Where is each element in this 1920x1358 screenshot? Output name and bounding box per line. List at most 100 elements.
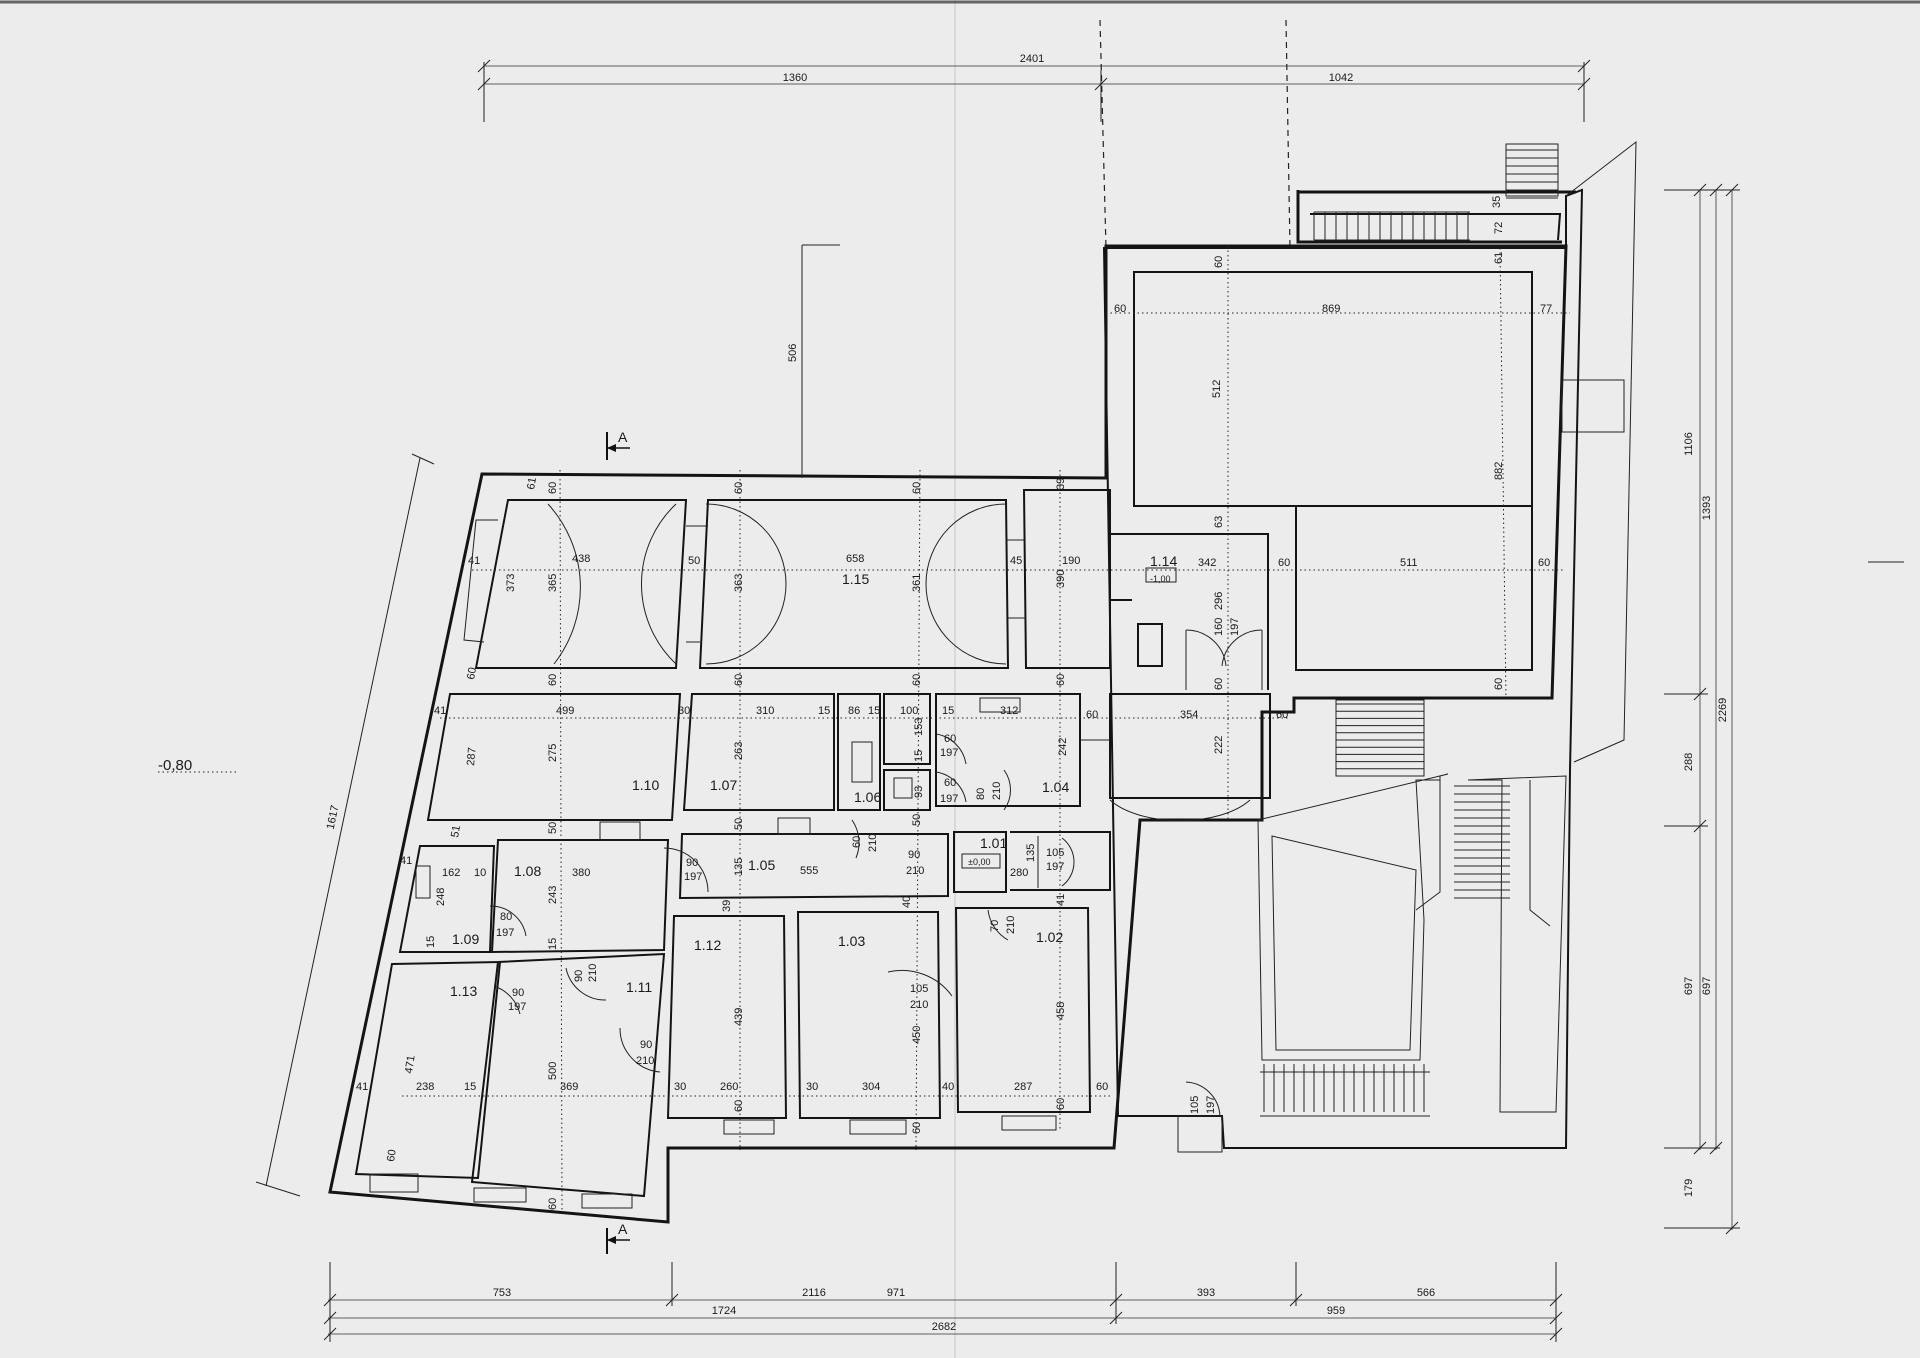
dim-90-1.05: 90 <box>686 857 698 869</box>
dim-15-wc: 15 <box>913 750 925 762</box>
room-label-1.11: 1.11 <box>626 979 652 995</box>
dim-60-mid-b: 60 <box>733 674 745 686</box>
dim-right-697a: 697 <box>1683 977 1695 995</box>
dim-50-b: 50 <box>547 822 559 834</box>
dim-197-1.13: 197 <box>508 1001 526 1013</box>
dim-511: 511 <box>1400 557 1418 569</box>
dim-60-1.04: 60 <box>1086 709 1098 721</box>
internal-dimension-lines <box>402 244 1570 1211</box>
dim-60-mid-a: 60 <box>547 674 559 686</box>
dim-61-top: 61 <box>1493 252 1505 264</box>
room-label-1.08: 1.08 <box>514 863 541 879</box>
section-label-a-top: A <box>618 429 628 445</box>
dim-15-1.09: 15 <box>425 936 437 948</box>
dim-60-1.05: 60 <box>851 836 863 848</box>
dim-60-wc-b: 60 <box>944 777 956 789</box>
bottom-row-rooms <box>354 907 1223 1209</box>
hall-top-right <box>1133 271 1533 671</box>
dim-bottom-959: 959 <box>1327 1305 1345 1317</box>
dim-50-d: 50 <box>911 814 923 826</box>
dim-105-1.01: 105 <box>1046 847 1064 859</box>
dim-210-1.11b: 210 <box>636 1055 654 1067</box>
dim-354: 354 <box>1180 709 1198 721</box>
level-mark: -0,80 <box>158 757 236 774</box>
room-label-1.13: 1.13 <box>450 983 477 999</box>
dim-105-entry: 105 <box>1189 1096 1201 1114</box>
dim-30-bottom-b: 30 <box>806 1081 818 1093</box>
room-labels: 1.01 1.02 1.03 1.04 1.05 1.06 1.07 1.08 … <box>450 553 1177 999</box>
dim-210-1.03: 210 <box>910 999 928 1011</box>
room-label-1.14: 1.14 <box>1150 553 1177 569</box>
dim-160: 160 <box>1213 618 1225 636</box>
dim-right-1393: 1393 <box>1701 496 1713 520</box>
dim-41-mid: 41 <box>434 705 446 717</box>
section-label-a-bottom: A <box>618 1221 628 1237</box>
dim-190: 190 <box>1062 555 1080 567</box>
dim-222: 222 <box>1213 736 1225 754</box>
dim-60-top-c: 60 <box>911 482 923 494</box>
dim-41-corr: 41 <box>400 855 412 867</box>
dim-555: 555 <box>800 865 818 877</box>
dim-60-bottom-a: 60 <box>385 1149 399 1163</box>
level-tag-zero: ±0,00 <box>968 857 990 867</box>
dim-105-1.03: 105 <box>910 983 928 995</box>
dim-15-1.08: 15 <box>547 938 559 950</box>
dim-90-1.13: 90 <box>512 987 524 999</box>
dim-61-topleft: 61 <box>525 476 539 490</box>
dim-bottom-566: 566 <box>1417 1287 1435 1299</box>
room-label-1.15: 1.15 <box>842 571 869 587</box>
room-label-1.02: 1.02 <box>1036 929 1063 945</box>
dim-90-1.11: 90 <box>573 970 585 982</box>
dim-380: 380 <box>572 867 590 879</box>
room-label-1.01: 1.01 <box>980 835 1007 851</box>
dimension-chain-top: 2401 1360 1042 <box>477 53 1591 122</box>
dim-right-697b: 697 <box>1701 977 1713 995</box>
top-row-rooms <box>463 489 1111 669</box>
dim-197-door: 197 <box>1229 618 1241 636</box>
dim-bottom-2116: 2116 <box>802 1287 826 1299</box>
dim-506: 506 <box>787 344 799 362</box>
dim-361: 361 <box>911 574 923 592</box>
dim-310: 310 <box>756 705 774 717</box>
dim-280: 280 <box>1010 867 1028 879</box>
dim-296: 296 <box>1213 592 1225 610</box>
dimension-chain-bottom: 753 2116 971 393 566 1724 959 2682 <box>323 1262 1563 1342</box>
dim-210-1.02: 210 <box>1005 916 1017 934</box>
section-marker-top: A <box>606 429 630 460</box>
dim-overall-top: 2401 <box>1020 53 1044 65</box>
dim-260: 260 <box>720 1081 738 1093</box>
dim-61-mid: 60 <box>465 666 479 680</box>
dim-869: 869 <box>1322 303 1340 315</box>
middle-row-rooms <box>426 693 1271 822</box>
dim-365: 365 <box>547 574 559 592</box>
room-label-1.07: 1.07 <box>710 777 737 793</box>
level-mark-text: -0,80 <box>158 757 192 774</box>
dim-197-entry: 197 <box>1205 1096 1217 1114</box>
dim-458: 458 <box>1055 1002 1067 1020</box>
dim-312: 312 <box>1000 705 1018 717</box>
dim-248: 248 <box>435 888 447 906</box>
property-boundary-lines <box>1099 19 1291 249</box>
dim-512: 512 <box>1211 380 1223 398</box>
dim-bottom-753: 753 <box>493 1287 511 1299</box>
dim-60-hall-right: 60 <box>1538 557 1550 569</box>
dim-275: 275 <box>547 744 559 762</box>
dim-60-top-a: 60 <box>547 482 559 494</box>
interior-dimension-labels: 506 869 77 882 512 35 72 61 60 60 60 60 … <box>356 196 1552 1210</box>
dim-35: 35 <box>1491 196 1503 208</box>
dim-right-288: 288 <box>1683 753 1695 771</box>
dim-80-1.08: 80 <box>500 911 512 923</box>
dim-60-top-hall: 60 <box>1213 256 1225 268</box>
dim-882: 882 <box>1493 462 1505 480</box>
dim-263: 263 <box>733 742 745 760</box>
dim-bottom-971: 971 <box>887 1287 905 1299</box>
dim-41-top: 41 <box>468 555 480 567</box>
dim-60-mid-c: 60 <box>911 674 923 686</box>
courtyard-stairs <box>1257 699 1567 1117</box>
dim-363: 363 <box>733 574 745 592</box>
dim-15-mid-b: 15 <box>868 705 880 717</box>
dim-60-bottom-d: 60 <box>911 1122 923 1134</box>
dim-100: 100 <box>900 705 918 717</box>
dim-373: 373 <box>505 574 517 592</box>
